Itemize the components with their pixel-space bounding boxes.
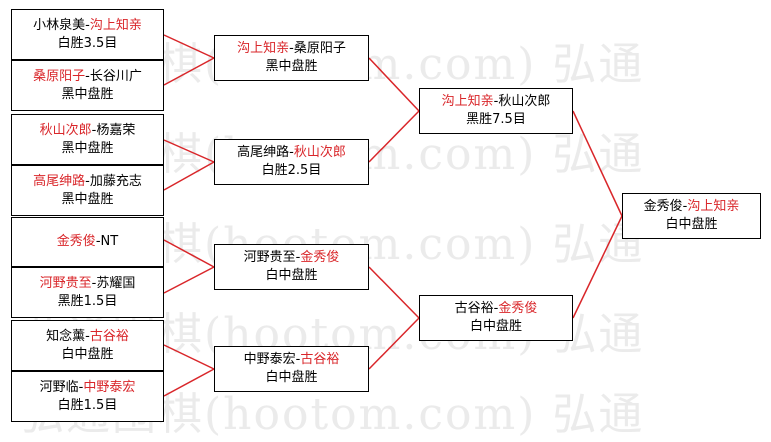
bracket-lines: [163, 34, 623, 397]
match-result: 白中盘胜: [265, 268, 318, 283]
player-2: 古谷裕: [300, 352, 340, 367]
player-2: 金秀俊: [498, 301, 538, 316]
player-1: 金秀俊: [56, 234, 96, 249]
player-2: 加藤充志: [89, 173, 142, 189]
match-players: 古谷裕-金秀俊: [454, 301, 538, 316]
match-players: 河野临-中野泰宏: [39, 379, 136, 395]
match-players: 桑原阳子-长谷川广: [33, 68, 142, 84]
match-box-r1-5: 金秀俊-NT: [11, 217, 164, 267]
match-box-r1-3: 秋山次郎-杨嘉荣 黑中盘胜: [11, 114, 164, 165]
match-result: 白胜2.5目: [261, 163, 322, 178]
player-2: 杨嘉荣: [96, 122, 136, 138]
bracket-connector: [572, 215, 623, 319]
player-2: 秋山次郎: [498, 94, 551, 109]
match-result: 白胜1.5目: [57, 397, 118, 413]
player-1: 河野临: [39, 379, 79, 395]
match-players: 秋山次郎-杨嘉荣: [39, 122, 136, 138]
player-1: 小林泉美: [33, 17, 86, 33]
player-1: 河野贵至: [39, 275, 92, 291]
player-2: 中野泰宏: [83, 379, 136, 395]
bracket-connector: [163, 344, 215, 370]
match-result: 黑胜7.5目: [466, 112, 526, 127]
player-1: 金秀俊: [643, 199, 683, 214]
match-result: 白胜3.5目: [57, 35, 118, 51]
bracket-connector: [163, 161, 215, 191]
match-players: 河野贵至-金秀俊: [243, 250, 340, 265]
player-1: 高尾绅路: [33, 173, 86, 189]
match-result: 白中盘胜: [265, 370, 318, 385]
player-2: 桑原阳子: [293, 41, 346, 56]
bracket-connector: [163, 139, 215, 163]
player-1: 沟上知亲: [441, 94, 494, 109]
match-players: 金秀俊-NT: [56, 234, 119, 249]
match-result: 白中盘胜: [665, 217, 718, 232]
match-result: 白中盘胜: [469, 319, 522, 334]
match-result: 黑中盘胜: [61, 86, 114, 102]
bracket-connector: [163, 266, 215, 294]
match-players: 知念薰-古谷裕: [46, 328, 129, 344]
player-2: 沟上知亲: [687, 199, 740, 214]
player-1: 中野泰宏: [243, 352, 296, 367]
match-players: 沟上知亲-秋山次郎: [441, 94, 551, 109]
match-players: 小林泉美-沟上知亲: [33, 17, 142, 33]
bracket-connector: [368, 57, 420, 112]
match-result: 黑中盘胜: [61, 191, 114, 207]
player-2: 长谷川广: [89, 68, 142, 84]
match-players: 高尾绅路-秋山次郎: [237, 145, 346, 160]
bracket-connector: [163, 34, 215, 59]
bracket-connector: [163, 57, 215, 86]
match-box-final: 金秀俊-沟上知亲 白中盘胜: [622, 193, 761, 239]
player-1: 古谷裕: [454, 301, 494, 316]
player-1: 沟上知亲: [237, 41, 290, 56]
player-1: 桑原阳子: [33, 68, 86, 84]
match-box-r1-1: 小林泉美-沟上知亲 白胜3.5目: [11, 9, 164, 60]
match-result: 白中盘胜: [61, 346, 114, 362]
match-box-r1-8: 河野临-中野泰宏 白胜1.5目: [11, 371, 164, 422]
player-2: 苏耀国: [96, 275, 136, 291]
player-2: 古谷裕: [89, 328, 129, 344]
player-2: 沟上知亲: [89, 17, 142, 33]
bracket-connector: [368, 266, 420, 319]
bracket-connector: [163, 368, 215, 397]
match-box-r3-2: 古谷裕-金秀俊 白中盘胜: [419, 295, 573, 341]
match-players: 沟上知亲-桑原阳子: [237, 41, 346, 56]
match-box-r3-1: 沟上知亲-秋山次郎 黑胜7.5目: [419, 88, 573, 134]
player-2: 金秀俊: [300, 250, 340, 265]
player-2: NT: [100, 234, 119, 249]
match-box-r1-6: 河野贵至-苏耀国 黑胜1.5目: [11, 267, 164, 318]
match-result: 黑中盘胜: [265, 59, 318, 74]
bracket-connector: [163, 239, 215, 268]
match-box-r1-4: 高尾绅路-加藤充志 黑中盘胜: [11, 165, 164, 216]
player-2: 秋山次郎: [293, 145, 346, 160]
match-players: 金秀俊-沟上知亲: [643, 199, 740, 214]
match-box-r2-4: 中野泰宏-古谷裕 白中盘胜: [214, 346, 369, 392]
player-1: 秋山次郎: [39, 122, 92, 138]
bracket-connector: [368, 110, 420, 163]
match-box-r2-3: 河野贵至-金秀俊 白中盘胜: [214, 244, 369, 290]
match-players: 高尾绅路-加藤充志: [33, 173, 142, 189]
player-1: 河野贵至: [243, 250, 296, 265]
bracket-connector: [572, 110, 623, 217]
match-box-r2-1: 沟上知亲-桑原阳子 黑中盘胜: [214, 35, 369, 81]
match-box-r1-7: 知念薰-古谷裕 白中盘胜: [11, 320, 164, 371]
match-players: 河野贵至-苏耀国: [39, 275, 136, 291]
player-1: 知念薰: [46, 328, 86, 344]
player-1: 高尾绅路: [237, 145, 290, 160]
bracket-connector: [368, 317, 420, 370]
match-result: 黑胜1.5目: [57, 293, 118, 309]
match-box-r1-2: 桑原阳子-长谷川广 黑中盘胜: [11, 60, 164, 111]
match-box-r2-2: 高尾绅路-秋山次郎 白胜2.5目: [214, 139, 369, 185]
match-players: 中野泰宏-古谷裕: [243, 352, 340, 367]
match-result: 黑中盘胜: [61, 140, 114, 156]
